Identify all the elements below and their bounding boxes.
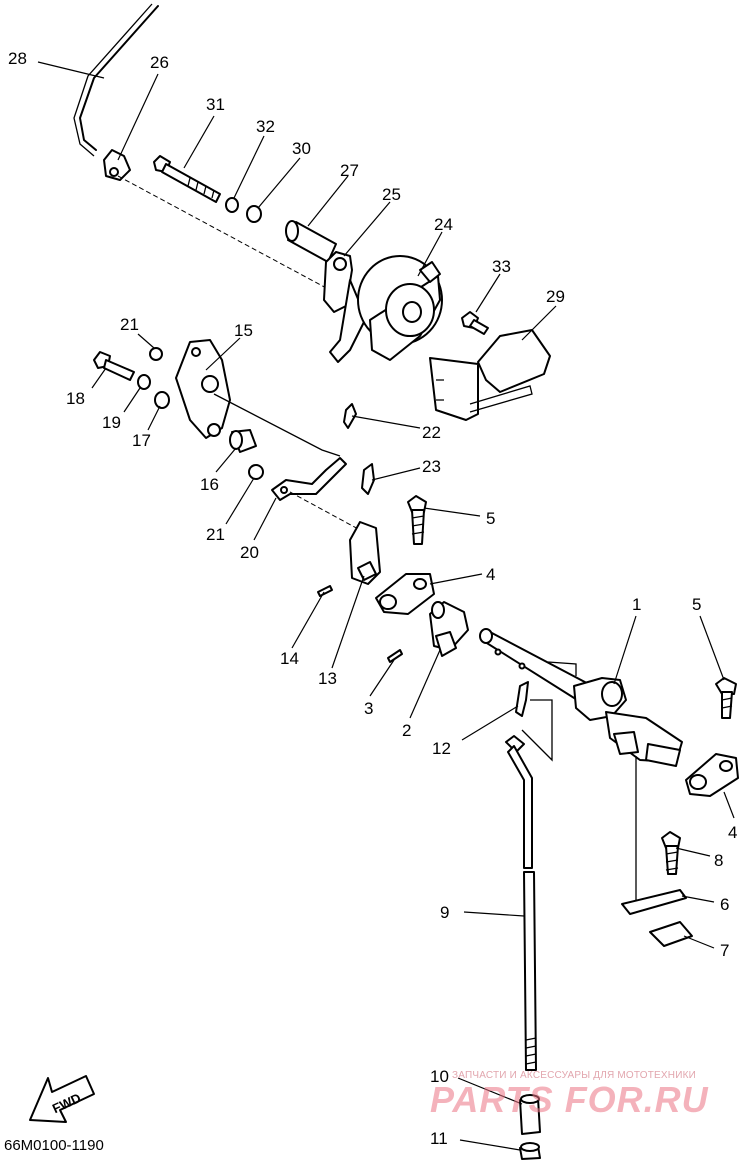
callout-12: 12 xyxy=(432,739,451,758)
callout-21-upper: 21 xyxy=(120,315,139,334)
callout-29: 29 xyxy=(546,287,565,306)
callout-30: 30 xyxy=(292,139,311,158)
part-4-clamp-upper xyxy=(375,573,435,615)
callout-25: 25 xyxy=(382,185,401,204)
callout-26: 26 xyxy=(150,53,169,72)
callout-10: 10 xyxy=(430,1067,449,1086)
part-2-block xyxy=(429,601,469,657)
callout-22: 22 xyxy=(422,423,441,442)
callout-9: 9 xyxy=(440,903,449,922)
part-7-plate xyxy=(649,921,693,947)
fwd-arrow-icon: FWD xyxy=(29,1075,95,1123)
callout-32: 32 xyxy=(256,117,275,136)
callout-3: 3 xyxy=(364,699,373,718)
callout-15: 15 xyxy=(234,321,253,340)
part-32-washer xyxy=(225,197,239,213)
callout-6: 6 xyxy=(720,895,729,914)
part-18-bolt xyxy=(93,351,135,381)
callout-20: 20 xyxy=(240,543,259,562)
part-15-bellcrank xyxy=(175,339,231,439)
watermark-tagline: ЗАПЧАСТИ И АКСЕССУАРЫ ДЛЯ МОТОТЕХНИКИ xyxy=(452,1070,696,1081)
part-28-rod xyxy=(73,3,159,157)
callout-14: 14 xyxy=(280,649,299,668)
part-19-washer xyxy=(137,374,151,390)
part-20-link xyxy=(271,457,347,501)
callout-21-lower: 21 xyxy=(206,525,225,544)
part-21-washer-upper xyxy=(149,347,163,361)
part-13-lever xyxy=(349,521,381,585)
part-26-clip xyxy=(103,149,131,181)
part-22-clip xyxy=(343,403,357,429)
callout-1: 1 xyxy=(632,595,641,614)
part-23-clip xyxy=(361,463,375,495)
assembly-axis-upper xyxy=(117,175,331,291)
part-25-lever xyxy=(323,251,353,313)
assembly-axis-link xyxy=(289,491,361,531)
part-31-bolt xyxy=(153,155,221,203)
leader-lines xyxy=(37,61,735,1151)
part-5-bolt-right xyxy=(715,677,737,719)
callout-2: 2 xyxy=(402,721,411,740)
callout-5-right: 5 xyxy=(692,595,701,614)
part-10-nut xyxy=(519,1094,541,1135)
callout-31: 31 xyxy=(206,95,225,114)
callout-labels: 28 26 31 32 30 27 25 24 33 29 21 15 18 1… xyxy=(8,49,737,1148)
callout-13: 13 xyxy=(318,669,337,688)
callout-5-upper: 5 xyxy=(486,509,495,528)
part-24-cam xyxy=(329,255,443,363)
watermark: ЗАПЧАСТИ И АКСЕССУАРЫ ДЛЯ МОТОТЕХНИКИ PA… xyxy=(430,1070,709,1120)
link-rod-upper xyxy=(213,393,341,457)
callout-18: 18 xyxy=(66,389,85,408)
part-11-nut xyxy=(519,1142,541,1160)
part-5-bolt-upper xyxy=(407,495,427,545)
callout-4-right: 4 xyxy=(728,823,737,842)
diagram-code: 66M0100-1190 xyxy=(4,1137,104,1154)
callout-19: 19 xyxy=(102,413,121,432)
callout-11: 11 xyxy=(430,1129,448,1148)
part-30-washer xyxy=(246,205,262,223)
callout-16: 16 xyxy=(200,475,219,494)
callout-7: 7 xyxy=(720,941,729,960)
callout-4-upper: 4 xyxy=(486,565,495,584)
part-4-clamp-right xyxy=(685,753,739,797)
part-29-bracket xyxy=(429,329,551,421)
part-3-pin xyxy=(387,649,403,663)
callout-23: 23 xyxy=(422,457,441,476)
part-14-pin xyxy=(317,585,333,597)
part-17-washer xyxy=(154,391,170,409)
callout-17: 17 xyxy=(132,431,151,450)
part-33-bolt xyxy=(461,311,489,335)
callout-8: 8 xyxy=(714,851,723,870)
part-12-clip xyxy=(515,681,553,762)
part-6-plate xyxy=(621,889,687,915)
callout-33: 33 xyxy=(492,257,511,276)
part-9-rod xyxy=(505,735,537,1071)
watermark-brand: PARTS FOR.RU xyxy=(430,1079,709,1120)
callout-27: 27 xyxy=(340,161,359,180)
part-16-collar xyxy=(229,429,257,453)
callout-24: 24 xyxy=(434,215,453,234)
part-8-bolt xyxy=(661,831,681,875)
part-21-washer-lower xyxy=(248,464,264,480)
part-1-shaft xyxy=(479,628,683,767)
part-27-collar xyxy=(285,220,337,263)
callout-28: 28 xyxy=(8,49,27,68)
